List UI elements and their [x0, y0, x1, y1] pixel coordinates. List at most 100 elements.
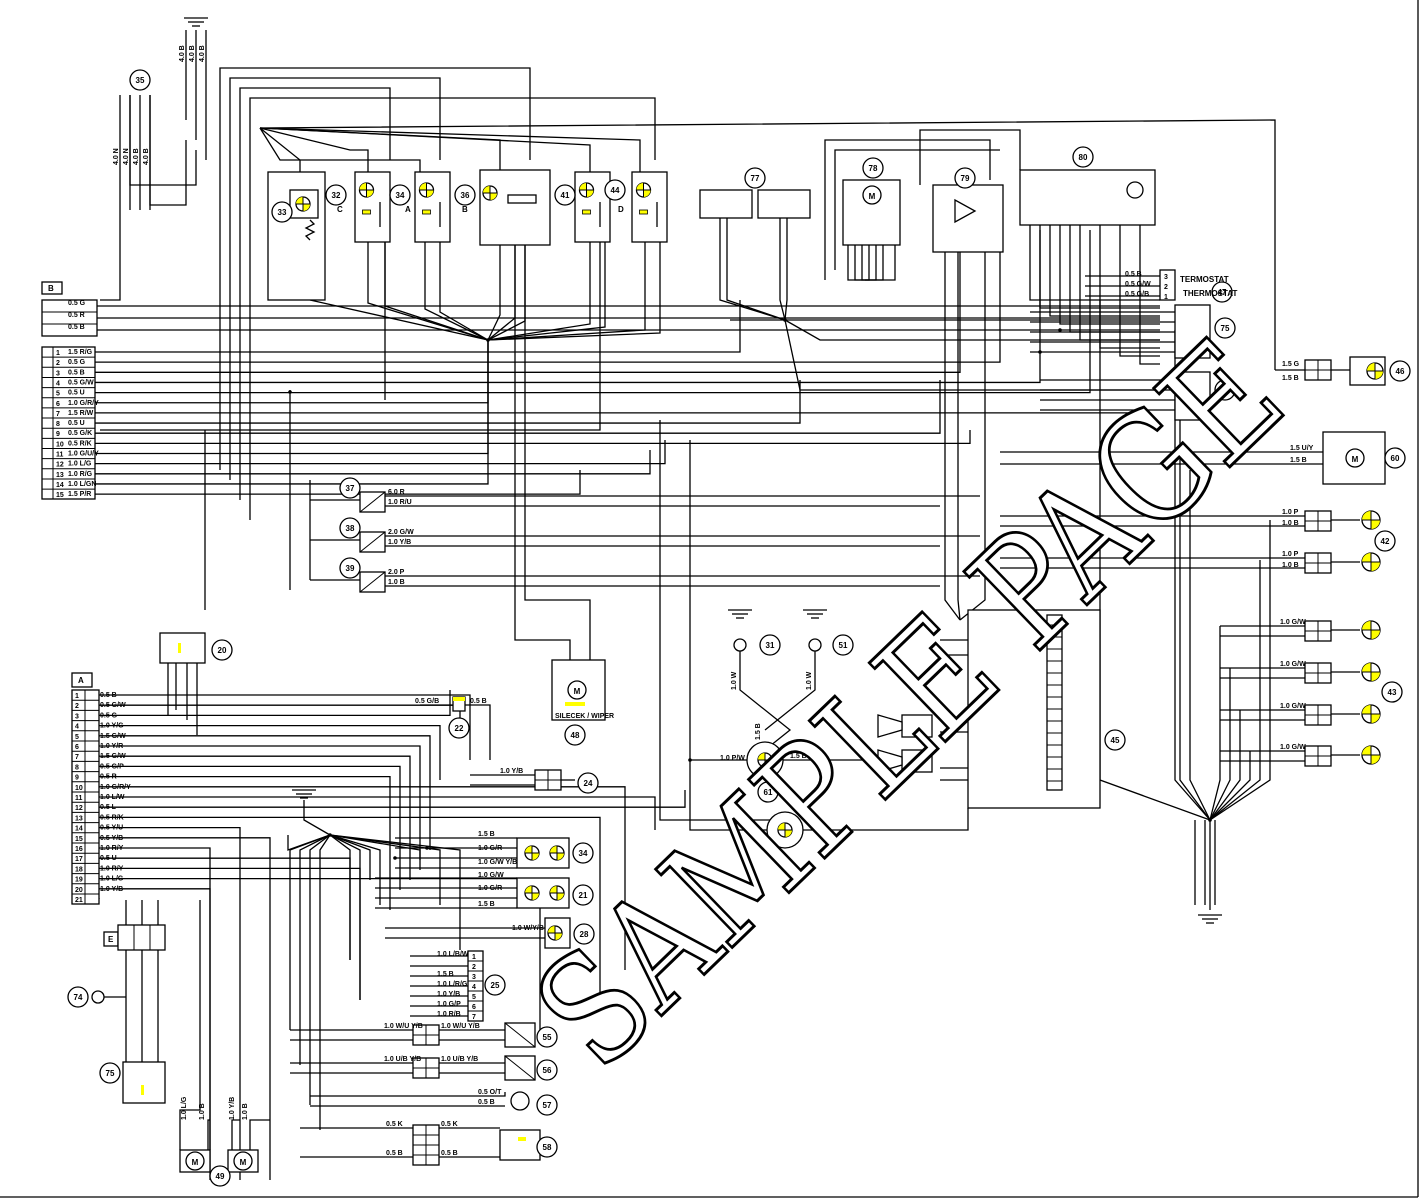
wire-label: 1.0 W [806, 671, 813, 690]
component-number: 25 [491, 981, 500, 990]
lamp-fill [1371, 714, 1380, 723]
wire-label: 1.0 L/B/W [437, 951, 469, 958]
wire [329, 834, 461, 950]
lamp-fill [765, 760, 772, 767]
component-number-circle [271, 201, 293, 223]
pin-number: 13 [56, 472, 64, 479]
wire [726, 218, 786, 321]
ground-icon [728, 609, 752, 619]
wire [1179, 400, 1211, 821]
splice-dot [425, 846, 429, 850]
wire-label: 1.0 G/R/Y [100, 784, 131, 791]
wire-label: 1.5 B [1282, 375, 1299, 382]
switch-lever-icon [362, 209, 371, 215]
wire [1189, 470, 1211, 821]
wire [803, 808, 969, 831]
solenoid-icon [504, 1055, 536, 1081]
wire-label: 0.5 B [100, 692, 117, 699]
pin-number: 3 [1164, 274, 1168, 281]
wire-label: 0.5 B [441, 1150, 458, 1157]
wire-label: 1.0 Y/B [229, 1097, 236, 1120]
lamp-fill [1371, 630, 1380, 639]
component-number-circle [339, 477, 361, 499]
switch-58 [499, 1129, 541, 1161]
wire [1209, 710, 1241, 821]
wire-label: 0.5 G [68, 300, 86, 307]
component-number: 58 [543, 1143, 552, 1152]
component-number: 75 [1221, 324, 1230, 333]
lamp-fill [1367, 363, 1375, 371]
wire-label: 1.5 B [1290, 457, 1307, 464]
pin-number: 5 [75, 734, 79, 741]
wire-label: 1.5 P/R [68, 491, 91, 498]
wire-label: 0.5 G/K [68, 430, 92, 437]
wire-label: 1.0 R/G [68, 471, 93, 478]
connector-name: A [78, 676, 84, 685]
wire-label: 1.0 P [1282, 509, 1299, 516]
lamp-icon [1361, 552, 1381, 572]
pin-number: 5 [56, 391, 60, 398]
switch-36 [479, 169, 551, 246]
wire-label: 1.0 W/U Y/B [384, 1023, 423, 1030]
lamp-fill [426, 190, 434, 197]
pin-number: 14 [75, 826, 83, 833]
component-number-circle [325, 184, 347, 206]
ground-icon [184, 17, 208, 27]
pin-number: 1 [56, 350, 60, 357]
wire [784, 319, 1160, 341]
lamp-fill [643, 190, 651, 197]
splice-dot [288, 390, 292, 394]
ground-icon [1198, 914, 1222, 924]
lamp-icon [547, 925, 563, 941]
wire [249, 1119, 270, 1150]
wire [367, 242, 489, 341]
wire-label: 0.5 L [100, 804, 117, 811]
lamp-fill [758, 753, 765, 760]
component-number: 34 [396, 191, 405, 200]
pin-number: 2 [472, 964, 476, 971]
component-75-switch [122, 1061, 166, 1104]
wire [239, 87, 391, 500]
lamp-icon [635, 182, 652, 198]
component-number: 74 [74, 993, 83, 1002]
lamp-icon [1366, 362, 1384, 380]
multi-contact-block [507, 194, 537, 204]
amplifier-icon [954, 198, 977, 224]
pin-number: 3 [75, 713, 79, 720]
wire-label: 1.0 G/W [478, 872, 504, 879]
sensor-51-icon [808, 638, 822, 652]
horn-icon [877, 714, 903, 738]
lamp-fill [557, 853, 564, 860]
pin-number: 1 [1164, 294, 1168, 301]
wire [329, 834, 361, 1000]
wire-label: 1.0 P [1282, 551, 1299, 558]
switch-41 [574, 171, 611, 243]
wire [1079, 225, 1160, 341]
wire-label: 2.0 P [388, 569, 405, 576]
wire [919, 129, 1021, 185]
component-number: 80 [1079, 153, 1088, 162]
wire-label: 0.5 U [68, 420, 85, 427]
switch-lever-icon [582, 209, 591, 215]
pin-number: 2 [56, 360, 60, 367]
lamp-icon [358, 182, 375, 198]
wire [95, 450, 651, 475]
component-number-circle [209, 1165, 231, 1187]
wire-label: 0.5 K [441, 1121, 458, 1128]
wire-label: 0.5 R [100, 774, 117, 781]
wire-label: 1.0 L/GN [68, 481, 96, 488]
component-number-circle [536, 1059, 558, 1081]
component-number-circle [572, 884, 594, 906]
terminal-strip-45 [1046, 614, 1063, 791]
wire [249, 97, 656, 520]
wire [309, 834, 331, 1105]
wire [259, 127, 641, 172]
wire-label: 1.0 P/W [720, 755, 745, 762]
lamp-icon [549, 845, 565, 861]
pin-number: 4 [472, 984, 476, 991]
thermostat-connector [1159, 269, 1176, 301]
motor-icon: M [869, 192, 876, 201]
wire [779, 218, 786, 321]
component-number: 55 [543, 1033, 552, 1042]
wire [487, 242, 606, 341]
